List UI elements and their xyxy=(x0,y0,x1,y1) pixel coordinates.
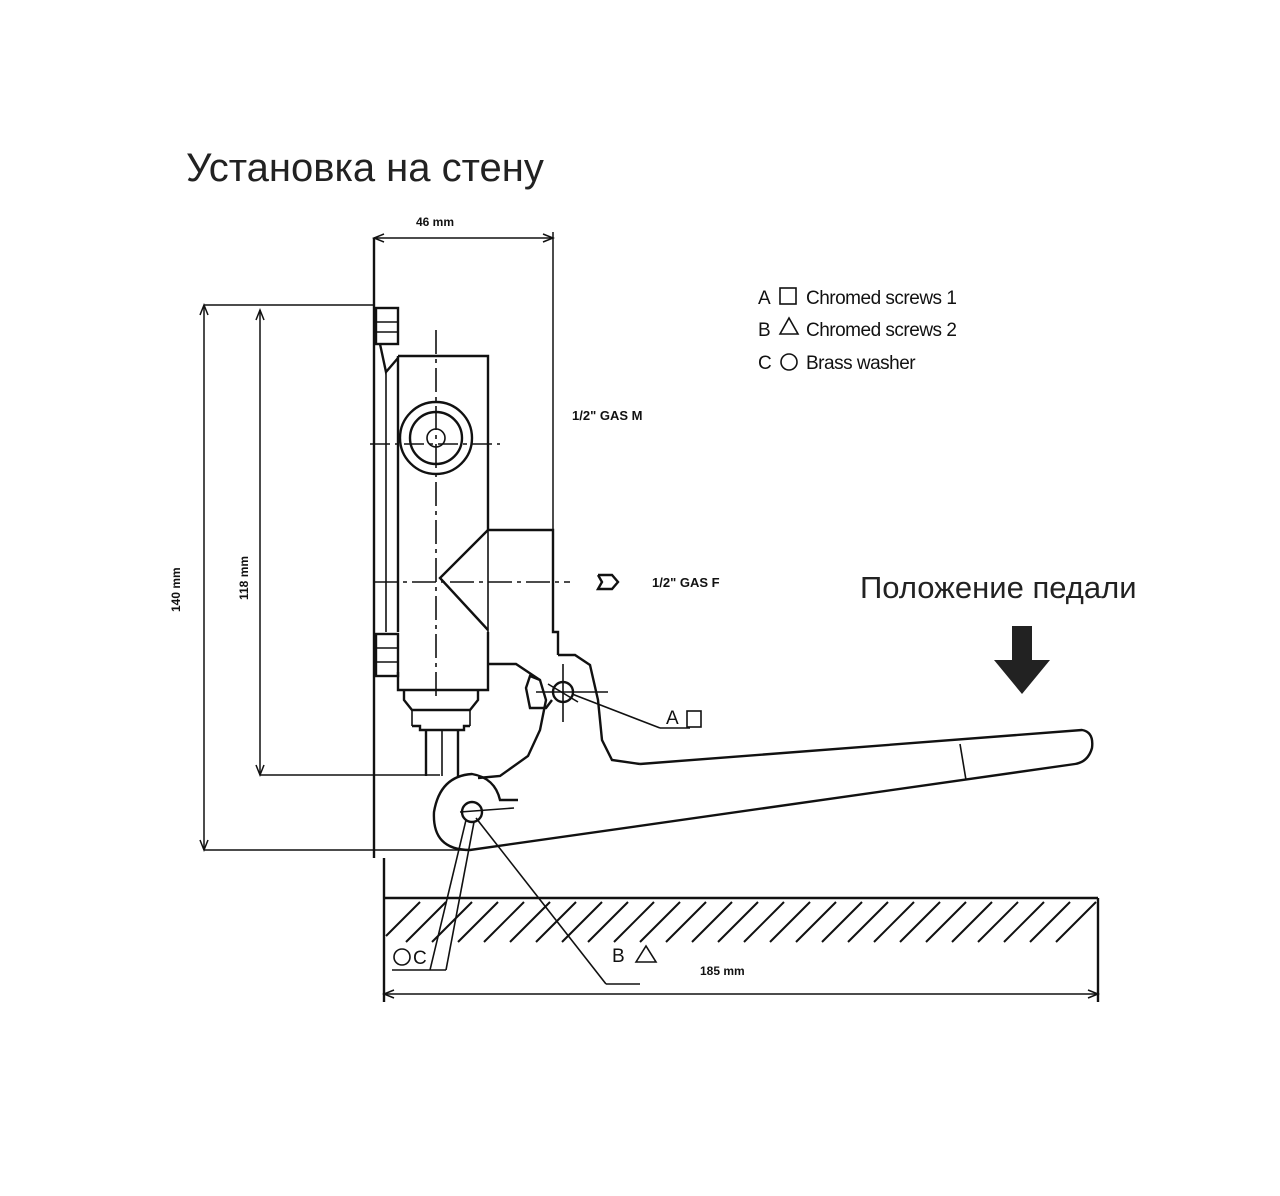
floor-hatch-line xyxy=(1055,901,1097,943)
svg-text:Chromed screws 2: Chromed screws 2 xyxy=(806,320,956,341)
svg-text:C: C xyxy=(758,353,771,374)
floor-hatch-line xyxy=(385,901,421,937)
dimension-185mm: 185 mm xyxy=(381,964,1101,999)
svg-text:Brass washer: Brass washer xyxy=(806,353,916,374)
floor-hatch-line xyxy=(925,901,967,943)
floor-hatch-line xyxy=(587,901,629,943)
floor-hatch-line xyxy=(899,901,941,943)
floor-hatch-line xyxy=(743,901,785,943)
outlet-label: 1/2" GAS F xyxy=(652,575,720,590)
floor-hatch-line xyxy=(691,901,733,943)
floor-hatch-line xyxy=(717,901,759,943)
floor-hatch-line xyxy=(405,901,447,943)
legend-item-a: A Chromed screws 1 xyxy=(758,287,957,309)
callout-c-letter: C xyxy=(413,948,426,969)
svg-text:185 mm: 185 mm xyxy=(700,964,745,978)
floor-hatch-line xyxy=(977,901,1019,943)
dimension-46mm: 46 mm xyxy=(371,215,556,600)
pedal xyxy=(432,728,1094,852)
callout-b-letter: B xyxy=(612,946,624,967)
floor-hatch-line xyxy=(821,901,863,943)
square-icon xyxy=(686,710,702,728)
callout-a-letter: A xyxy=(666,708,679,729)
valve-body xyxy=(370,306,641,780)
outlet-arrow-icon xyxy=(595,573,620,591)
floor-hatch-line xyxy=(509,901,551,943)
svg-text:B: B xyxy=(758,320,770,341)
floor-hatch-line xyxy=(1003,901,1045,943)
svg-text:140 mm: 140 mm xyxy=(169,567,183,612)
svg-text:Chromed screws 1: Chromed screws 1 xyxy=(806,288,956,309)
triangle-icon xyxy=(778,316,800,335)
legend-item-c: C Brass washer xyxy=(758,353,917,374)
screw-b-callout: B xyxy=(475,817,658,985)
floor-hatch-line xyxy=(795,901,837,943)
floor-hatch-line xyxy=(873,901,915,943)
floor-hatch-line xyxy=(951,901,993,943)
dimension-140mm: 140 mm xyxy=(169,302,470,853)
circle-icon xyxy=(780,353,798,371)
svg-text:118 mm: 118 mm xyxy=(237,556,251,600)
triangle-icon xyxy=(634,944,658,963)
floor-hatch-line xyxy=(769,901,811,943)
washer-c-callout: C xyxy=(392,819,475,971)
svg-text:A: A xyxy=(758,288,771,309)
legend: A Chromed screws 1 B Chromed screws 2 C … xyxy=(758,287,957,374)
dimension-118mm: 118 mm xyxy=(237,307,440,778)
square-icon xyxy=(779,287,797,305)
diagram-title: Установка на стену xyxy=(186,146,544,190)
floor-hatch-line xyxy=(639,901,681,943)
legend-item-b: B Chromed screws 2 xyxy=(758,316,957,341)
floor-hatch-line xyxy=(457,901,499,943)
floor-hatch-line xyxy=(535,901,577,943)
floor-hatch-line xyxy=(847,901,889,943)
floor xyxy=(384,896,1100,1002)
floor-hatch-line xyxy=(483,901,525,943)
floor-hatch-line xyxy=(665,901,707,943)
inlet-label: 1/2" GAS M xyxy=(572,408,642,423)
circle-icon xyxy=(393,948,411,966)
screw-a-pivot: A xyxy=(536,664,702,729)
down-arrow-icon xyxy=(994,626,1050,694)
floor-hatch-line xyxy=(613,901,655,943)
svg-text:46 mm: 46 mm xyxy=(416,215,454,229)
pedal-position-label: Положение педали xyxy=(860,570,1137,605)
floor-hatch-line xyxy=(1029,901,1071,943)
